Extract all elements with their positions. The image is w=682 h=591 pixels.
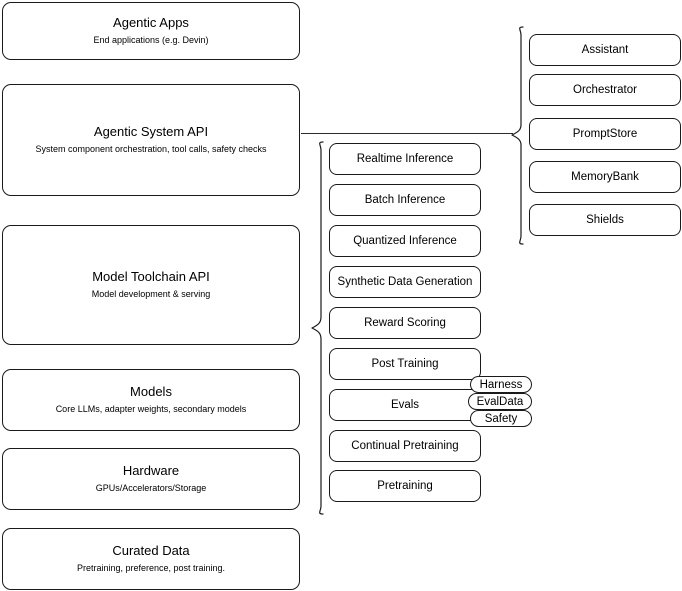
component-box-promptstore[interactable]: PromptStore bbox=[529, 118, 681, 150]
capability-label: Reward Scoring bbox=[364, 317, 446, 329]
layer-card-curated-data[interactable]: Curated Data Pretraining, preference, po… bbox=[2, 528, 300, 590]
capability-box-reward-scoring[interactable]: Reward Scoring bbox=[329, 307, 481, 339]
capability-label: Realtime Inference bbox=[356, 153, 454, 165]
layer-subtitle: Pretraining, preference, post training. bbox=[76, 563, 226, 573]
capability-box-batch-inference[interactable]: Batch Inference bbox=[329, 184, 481, 216]
brace-toolchain-capabilities bbox=[311, 141, 324, 515]
component-label: Orchestrator bbox=[573, 84, 637, 96]
eval-badge-harness[interactable]: Harness bbox=[470, 376, 532, 393]
layer-card-model-toolchain-api[interactable]: Model Toolchain API Model development & … bbox=[2, 225, 300, 345]
eval-badge-label: Safety bbox=[484, 412, 518, 425]
layer-card-hardware[interactable]: Hardware GPUs/Accelerators/Storage bbox=[2, 448, 300, 510]
layer-subtitle: End applications (e.g. Devin) bbox=[93, 35, 209, 45]
layer-subtitle: Core LLMs, adapter weights, secondary mo… bbox=[55, 404, 247, 414]
layer-title: Curated Data bbox=[112, 543, 190, 558]
capability-label: Pretraining bbox=[377, 480, 433, 492]
component-label: PromptStore bbox=[572, 128, 638, 140]
capability-box-evals[interactable]: Evals bbox=[329, 389, 481, 421]
layer-subtitle: System component orchestration, tool cal… bbox=[35, 144, 267, 154]
capability-label: Continual Pretraining bbox=[351, 440, 459, 452]
capability-label: Post Training bbox=[371, 358, 439, 370]
layer-title: Models bbox=[130, 384, 172, 399]
connector-system-api-to-components bbox=[301, 133, 513, 134]
capability-box-continual-pretraining[interactable]: Continual Pretraining bbox=[329, 430, 481, 462]
capability-box-quantized-inference[interactable]: Quantized Inference bbox=[329, 225, 481, 257]
capability-label: Evals bbox=[390, 399, 420, 411]
eval-badge-safety[interactable]: Safety bbox=[470, 410, 532, 427]
capability-box-post-training[interactable]: Post Training bbox=[329, 348, 481, 380]
component-label: MemoryBank bbox=[571, 171, 639, 183]
layer-subtitle: GPUs/Accelerators/Storage bbox=[95, 483, 207, 493]
component-label: Assistant bbox=[581, 44, 629, 56]
layer-title: Model Toolchain API bbox=[92, 269, 210, 284]
capability-label: Quantized Inference bbox=[353, 235, 457, 247]
capability-label: Batch Inference bbox=[364, 194, 446, 206]
layer-title: Hardware bbox=[122, 463, 180, 478]
layer-subtitle: Model development & serving bbox=[91, 289, 211, 299]
layer-card-models[interactable]: Models Core LLMs, adapter weights, secon… bbox=[2, 369, 300, 431]
layer-title: Agentic Apps bbox=[113, 15, 189, 30]
capability-box-synthetic-data-generation[interactable]: Synthetic Data Generation bbox=[329, 266, 481, 298]
layer-card-agentic-system-api[interactable]: Agentic System API System component orch… bbox=[2, 84, 300, 196]
capability-label: Synthetic Data Generation bbox=[337, 276, 473, 288]
eval-badge-label: Harness bbox=[479, 378, 523, 391]
component-box-assistant[interactable]: Assistant bbox=[529, 34, 681, 66]
capability-box-realtime-inference[interactable]: Realtime Inference bbox=[329, 143, 481, 175]
component-box-orchestrator[interactable]: Orchestrator bbox=[529, 74, 681, 106]
layer-title: Agentic System API bbox=[93, 124, 209, 139]
capability-box-pretraining[interactable]: Pretraining bbox=[329, 470, 481, 502]
layer-card-agentic-apps[interactable]: Agentic Apps End applications (e.g. Devi… bbox=[2, 2, 300, 60]
component-box-memorybank[interactable]: MemoryBank bbox=[529, 161, 681, 193]
eval-badge-label: EvalData bbox=[476, 395, 524, 408]
component-box-shields[interactable]: Shields bbox=[529, 204, 681, 236]
brace-system-components bbox=[511, 26, 524, 245]
eval-badge-evaldata[interactable]: EvalData bbox=[468, 393, 532, 410]
component-label: Shields bbox=[586, 214, 624, 226]
